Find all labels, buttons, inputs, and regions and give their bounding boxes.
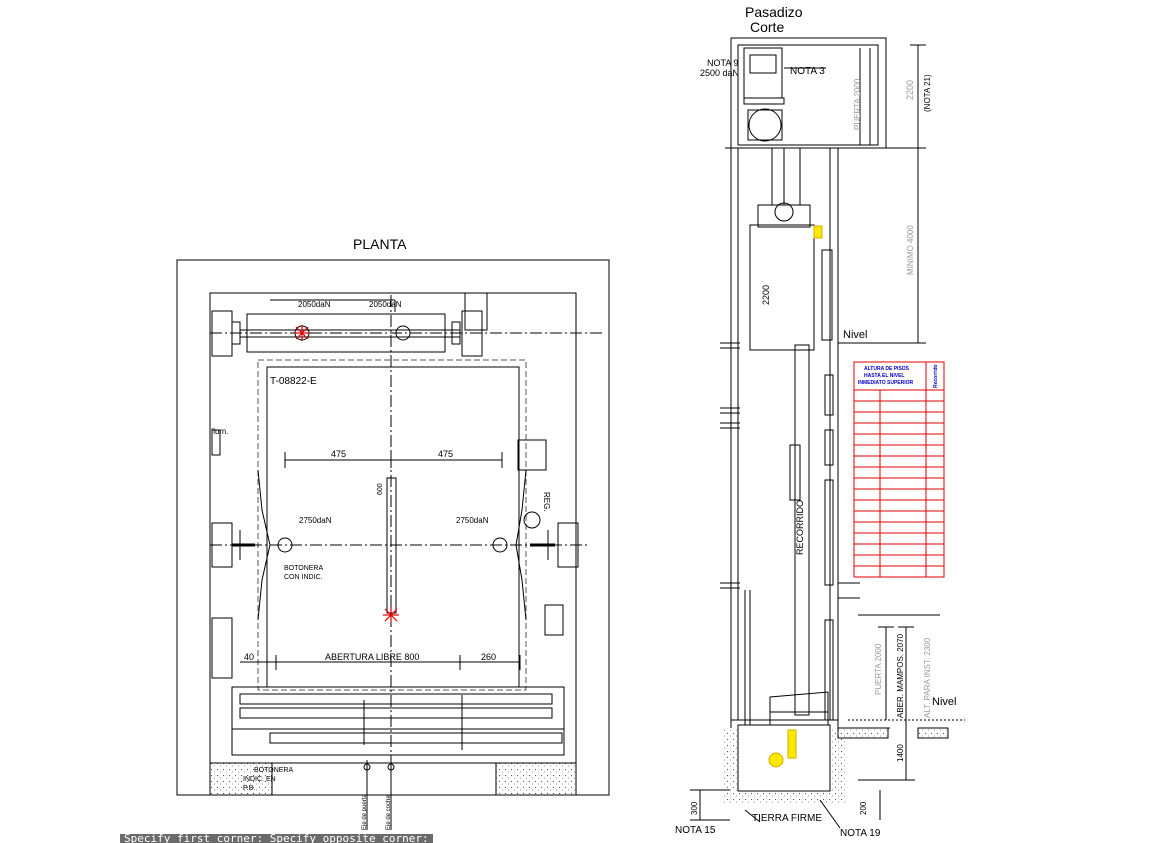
nivel-bottom: Nivel xyxy=(932,696,956,708)
tierra-firme: TIERRA FIRME xyxy=(752,813,822,824)
table-header-line2: HASTA EL NIVEL xyxy=(864,373,904,379)
command-line[interactable]: Specify first corner: Specify opposite c… xyxy=(120,834,433,843)
abertura-libre: ABERTURA LIBRE 800 xyxy=(325,652,419,662)
floor-height-table xyxy=(853,361,945,578)
table-header-line3: INMEDIATO SUPERIOR xyxy=(858,380,913,386)
car-outline xyxy=(266,366,520,688)
botonera-line1: BOTONERA xyxy=(284,565,323,572)
nota15: NOTA 15 xyxy=(675,825,716,836)
load-top-right: 2050daN xyxy=(369,300,402,309)
botonera-line2: CON INDIC. xyxy=(284,574,323,581)
puerta-top: PUERTA 2000 xyxy=(853,78,862,130)
table-header-line1: ALTURA DE PISOS xyxy=(864,366,910,372)
section-subtitle: Corte xyxy=(750,19,784,35)
puerta-bottom: PUERTA 2000 xyxy=(874,643,883,695)
dim-left-475: 475 xyxy=(331,449,346,459)
dim-40: 40 xyxy=(244,652,254,662)
dim-2200-nota: 2200 xyxy=(905,80,915,100)
hatch-left xyxy=(209,762,273,796)
nota19: NOTA 19 xyxy=(840,828,881,839)
dim-vertical-600: 600 xyxy=(377,483,384,495)
plan-outer-wall xyxy=(176,259,610,796)
eje-coche: Eje de coche xyxy=(386,795,392,830)
minimo-4000: MINIMO 4000 xyxy=(906,225,915,275)
red-marker-bottom xyxy=(383,607,399,623)
eje-puerta: Eje de puerta xyxy=(362,794,368,830)
load-2500: 2500 daN xyxy=(700,68,739,78)
table-side-header: Recorrido xyxy=(933,364,939,388)
reg-label: REG. xyxy=(542,492,551,512)
dim-right-475: 475 xyxy=(438,449,453,459)
alt-inst: ALT. PARA INST. 2300 xyxy=(923,637,932,718)
botonera-pb-line1: BOTONERA xyxy=(254,767,293,774)
ilum-label: Ilum. xyxy=(211,427,228,436)
hatch-right xyxy=(495,762,577,796)
section-view xyxy=(690,37,965,829)
botonera-pb-line3: P.B. xyxy=(243,785,255,792)
dim-1400: 1400 xyxy=(896,744,905,762)
load-mid-left: 2750daN xyxy=(299,516,332,525)
plan-view xyxy=(176,259,610,830)
section-dimensions xyxy=(690,44,965,829)
nota3: NOTA 3 xyxy=(790,66,825,77)
recorrido: RECORRIDO xyxy=(795,500,805,555)
load-top-left: 2050daN xyxy=(298,300,331,309)
load-mid-right: 2750daN xyxy=(456,516,489,525)
drawing-code: T-08822-E xyxy=(270,376,317,387)
landing-doors-section xyxy=(821,249,834,721)
dim-2200-car: 2200 xyxy=(761,285,771,305)
section-title: Pasadizo xyxy=(745,4,803,20)
aber-mampos: ABER. MAMPOS. 2070 xyxy=(896,633,905,718)
botonera-pb-line2: INDIC. EN xyxy=(243,776,276,783)
plan-shaft xyxy=(209,292,577,764)
nota21: (NOTA 21) xyxy=(923,74,932,112)
red-marker-top xyxy=(294,325,310,341)
nota9: NOTA 9 xyxy=(707,58,738,68)
nivel-top: Nivel xyxy=(843,329,867,341)
dim-260: 260 xyxy=(481,652,496,662)
dim-300: 300 xyxy=(690,801,699,815)
buffer-yellow xyxy=(787,729,797,759)
section-car xyxy=(749,224,815,351)
plan-title: PLANTA xyxy=(353,236,407,252)
dim-200: 200 xyxy=(859,801,868,815)
